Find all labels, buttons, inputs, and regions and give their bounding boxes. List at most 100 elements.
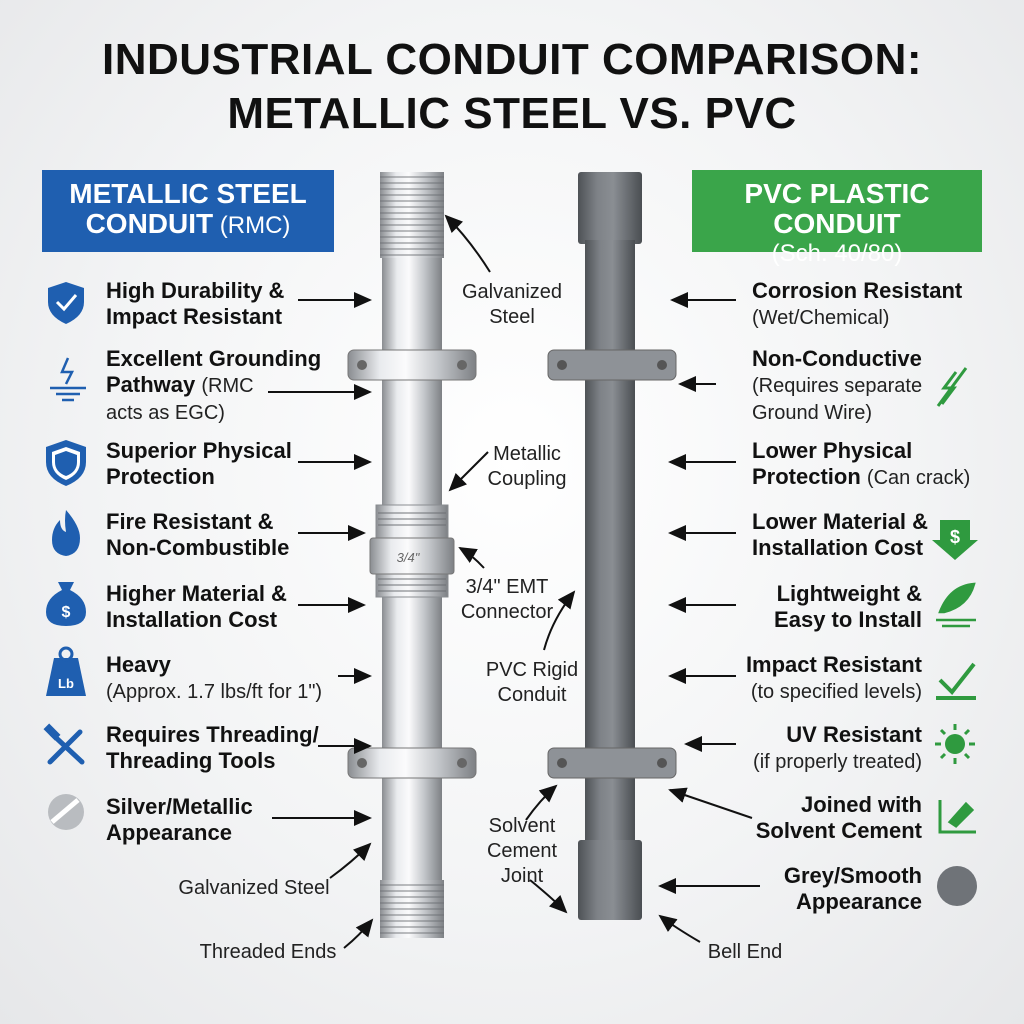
steel-icons: $ Lb (43, 282, 86, 830)
label-pvc-rigid-line1: PVC Rigid (485, 659, 579, 681)
label-threaded-ends: Threaded Ends (199, 941, 337, 963)
pvc-item-protection-note: (Can crack) (866, 467, 971, 489)
steel-arrows (268, 214, 701, 949)
label-metallic-coupling-line1: Metallic (493, 443, 561, 465)
steel-header-abbr: (RMC) (219, 212, 291, 239)
coupling-marking: 3/4" (397, 550, 421, 565)
tools-icon (43, 723, 85, 765)
steel-item-threading-line2: Threading Tools (106, 748, 276, 773)
label-galvanized-steel-top: Galvanized Steel (452, 280, 572, 330)
steel-item-fire: Fire Resistant & Non-Combustible (106, 509, 289, 561)
pvc-icons: $ (932, 367, 978, 906)
pvc-item-uv: UV Resistant (if properly treated) (753, 722, 922, 775)
steel-item-cost-line1: Higher Material & (106, 581, 287, 606)
steel-item-grounding-note: (RMC (201, 375, 254, 397)
steel-item-protection-line2: Protection (106, 464, 215, 489)
steel-item-threading-line1: Requires Threading/ (106, 722, 319, 747)
pvc-arrows (658, 292, 760, 894)
steel-item-durability-line2: Impact Resistant (106, 304, 283, 329)
pvc-item-cost-line1: Lower Material & (752, 509, 929, 534)
label-pvc-rigid-line2: Conduit (497, 684, 567, 706)
label-emt-connector-line1: 3/4" EMT (465, 576, 549, 598)
pvc-item-lightweight-line1: Lightweight & (776, 581, 922, 606)
shield-icon (46, 440, 86, 486)
feather-icon (936, 582, 976, 628)
steel-item-heavy: Heavy (Approx. 1.7 lbs/ft for 1") (106, 652, 322, 705)
steel-item-heavy-note: (Approx. 1.7 lbs/ft for 1") (106, 681, 323, 703)
pvc-item-impact-line1: Impact Resistant (745, 652, 922, 677)
label-metallic-coupling-line2: Coupling (487, 468, 567, 490)
steel-item-durability-line1: High Durability & (106, 278, 285, 303)
page-title-line2: METALLIC STEEL VS. PVC (227, 89, 797, 138)
pvc-item-joined: Joined with Solvent Cement (756, 792, 922, 844)
weight-icon: Lb (46, 646, 86, 696)
label-galvanized-steel-bottom: Galvanized Steel (178, 877, 330, 899)
pvc-header-line1: PVC PLASTIC CONDUIT (744, 178, 930, 239)
page-title-line1: INDUSTRIAL CONDUIT COMPARISON: (101, 35, 923, 84)
svg-text:$: $ (950, 527, 960, 547)
label-solvent-cement-joint: Solvent Cement Joint (470, 814, 574, 889)
label-solvent-line1: Solvent (488, 815, 556, 837)
pvc-item-protection-line1: Lower Physical (752, 438, 913, 463)
pvc-item-appearance: Grey/Smooth Appearance (784, 863, 922, 915)
pvc-item-appearance-line2: Appearance (796, 889, 922, 914)
pvc-item-protection: Lower Physical Protection (Can crack) (752, 438, 970, 491)
steel-item-threading: Requires Threading/ Threading Tools (106, 722, 319, 774)
grounding-icon (50, 357, 86, 402)
money-bag-icon: $ (46, 582, 86, 626)
steel-item-appearance: Silver/Metallic Appearance (106, 794, 253, 846)
steel-item-cost: Higher Material & Installation Cost (106, 581, 287, 633)
pvc-item-uv-note: (if properly treated) (753, 751, 922, 773)
grey-circle-icon (937, 866, 977, 906)
steel-header-line1: METALLIC STEEL (69, 178, 307, 209)
silver-circle-icon (48, 794, 84, 830)
check-impact-icon (936, 662, 976, 700)
label-galvanized-steel-top-line1: Galvanized (461, 281, 563, 303)
pvc-item-lightweight-line2: Easy to Install (774, 607, 922, 632)
steel-item-durability: High Durability & Impact Resistant (106, 278, 284, 330)
svg-text:Lb: Lb (58, 676, 74, 691)
glue-icon (938, 800, 976, 834)
steel-item-protection: Superior Physical Protection (106, 438, 292, 490)
pvc-pipe (547, 172, 677, 920)
steel-item-appearance-line1: Silver/Metallic (106, 794, 253, 819)
steel-header: METALLIC STEEL CONDUIT (RMC) (42, 170, 334, 252)
pvc-item-appearance-line1: Grey/Smooth (783, 863, 922, 888)
pvc-header: PVC PLASTIC CONDUIT (Sch. 40/80) (692, 170, 982, 267)
steel-item-protection-line1: Superior Physical (106, 438, 292, 463)
steel-item-fire-line2: Non-Combustible (106, 535, 290, 560)
steel-item-fire-line1: Fire Resistant & (106, 509, 274, 534)
pvc-item-corrosion: Corrosion Resistant (Wet/Chemical) (752, 278, 962, 331)
steel-item-heavy-line1: Heavy (106, 652, 171, 677)
label-solvent-line3: Joint (500, 865, 544, 887)
pvc-item-joined-line2: Solvent Cement (755, 818, 922, 843)
label-galvanized-steel-top-line2: Steel (489, 306, 535, 328)
pvc-header-line2: (Sch. 40/80) (771, 240, 903, 267)
shield-check-icon (48, 282, 84, 324)
pvc-item-nonconductive-line1: Non-Conductive (752, 346, 922, 371)
pvc-item-corrosion-line1: Corrosion Resistant (752, 278, 963, 303)
pvc-item-nonconductive-note2: Ground Wire) (752, 402, 873, 424)
label-pvc-rigid-conduit: PVC Rigid Conduit (476, 658, 588, 708)
label-emt-connector: 3/4" EMT Connector (452, 575, 562, 625)
pvc-item-cost: Lower Material & Installation Cost (752, 509, 928, 561)
no-electricity-icon (936, 367, 968, 407)
pvc-item-corrosion-note: (Wet/Chemical) (752, 307, 890, 329)
sun-icon (935, 724, 975, 764)
pvc-item-nonconductive: Non-Conductive (Requires separate Ground… (752, 346, 922, 426)
label-emt-connector-line2: Connector (460, 601, 554, 623)
steel-item-grounding-line2: Pathway (106, 372, 196, 397)
pvc-item-protection-line2: Protection (752, 464, 861, 489)
dollar-down-icon: $ (932, 520, 978, 560)
steel-pipe: 3/4" (347, 172, 477, 938)
steel-item-grounding-line1: Excellent Grounding (106, 346, 322, 371)
pvc-item-nonconductive-note: (Requires separate (752, 375, 923, 397)
pvc-item-uv-line1: UV Resistant (786, 722, 922, 747)
steel-header-line2: CONDUIT (85, 208, 214, 239)
svg-text:$: $ (62, 604, 71, 621)
flame-icon (52, 510, 80, 556)
label-solvent-line2: Cement (486, 840, 558, 862)
label-bell-end: Bell End (707, 941, 783, 963)
pvc-item-joined-line1: Joined with (801, 792, 922, 817)
